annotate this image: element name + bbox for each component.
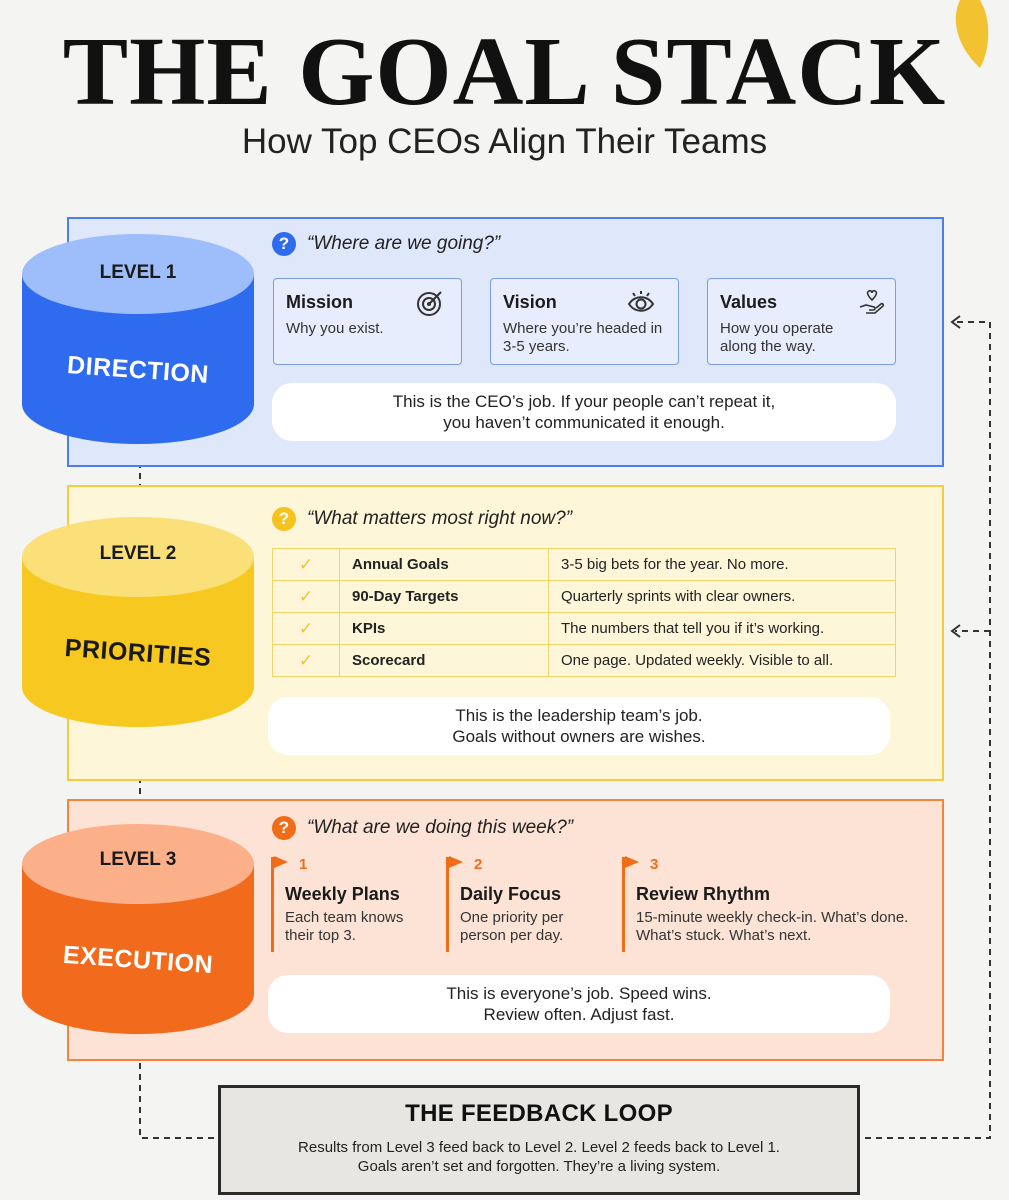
priority-name: 90-Day Targets [339, 580, 549, 613]
note-line: This is everyone’s job. Speed wins. [446, 984, 712, 1003]
priority-desc: 3-5 big bets for the year. No more. [548, 548, 896, 581]
note-line: Goals without owners are wishes. [452, 727, 706, 746]
step-number: 2 [474, 856, 483, 873]
note-line: Review often. Adjust fast. [483, 1005, 675, 1024]
note-line: This is the leadership team’s job. [455, 706, 703, 725]
level2-note: This is the leadership team’s job. Goals… [268, 697, 890, 755]
priority-name: Annual Goals [339, 548, 549, 581]
step-number: 3 [650, 856, 659, 873]
level1-cylinder [22, 234, 254, 444]
step-divider [446, 857, 449, 952]
arrow-to-level2-icon [950, 624, 961, 638]
feedback-title: THE FEEDBACK LOOP [405, 1100, 673, 1127]
question-icon: ? [272, 507, 296, 531]
level1-label: LEVEL 1 [99, 262, 177, 283]
step-divider [622, 857, 625, 952]
level1-note: This is the CEO’s job. If your people ca… [272, 383, 896, 441]
question-icon: ? [272, 232, 296, 256]
level3-label: LEVEL 3 [99, 849, 177, 870]
target-icon [417, 291, 442, 316]
check-icon: ✓ [272, 644, 340, 677]
level2-label: LEVEL 2 [99, 543, 177, 564]
feedback-loop-box: THE FEEDBACK LOOP Results from Level 3 f… [218, 1085, 860, 1195]
card-title: Mission [286, 292, 354, 312]
table-row: ✓ KPIs The numbers that tell you if it’s… [272, 612, 896, 645]
note-line: you haven’t communicated it enough. [443, 413, 725, 432]
feedback-line: Goals aren’t set and forgotten. They’re … [357, 1158, 721, 1175]
flag-icon [274, 856, 288, 868]
hand-heart-icon [859, 289, 885, 314]
check-icon: ✓ [272, 580, 340, 613]
step-number: 1 [299, 856, 308, 873]
leaf-decoration [955, 0, 989, 68]
step-divider [271, 857, 274, 952]
note-line: This is the CEO’s job. If your people ca… [392, 392, 776, 411]
step-text: 15-minute weekly check-in. What’s done. … [636, 909, 909, 944]
flag-icon [625, 856, 639, 868]
priority-desc: The numbers that tell you if it’s workin… [548, 612, 896, 645]
card-text: Why you exist. [286, 320, 384, 337]
level1-question: “Where are we going?” [307, 233, 501, 254]
level3-cylinder [22, 824, 254, 1034]
step-title: Daily Focus [460, 884, 562, 904]
table-row: ✓ Annual Goals 3-5 big bets for the year… [272, 548, 896, 581]
check-icon: ✓ [272, 612, 340, 645]
step-text: Each team knows their top 3. [285, 909, 404, 944]
page-subtitle: How Top CEOs Align Their Teams [241, 122, 768, 161]
flag-icon [449, 856, 463, 868]
question-icon: ? [272, 816, 296, 840]
check-icon: ✓ [272, 548, 340, 581]
card-text: Where you’re headed in 3-5 years. [503, 320, 663, 355]
mission-card: Mission Why you exist. [273, 278, 462, 365]
feedback-text: Results from Level 3 feed back to Level … [221, 1138, 857, 1176]
eye-icon [627, 291, 655, 312]
priority-name: KPIs [339, 612, 549, 645]
vision-card: Vision Where you’re headed in 3-5 years. [490, 278, 679, 365]
level3-question: “What are we doing this week?” [307, 817, 574, 838]
card-title: Vision [503, 292, 557, 312]
level2-question: “What matters most right now?” [307, 508, 573, 529]
card-text: How you operate along the way. [720, 320, 834, 355]
step-title: Weekly Plans [285, 884, 400, 904]
priorities-table: ✓ Annual Goals 3-5 big bets for the year… [272, 548, 896, 677]
step-text: One priority per person per day. [460, 909, 564, 944]
page-title: THE GOAL STACK [62, 18, 947, 126]
level3-note: This is everyone’s job. Speed wins. Revi… [268, 975, 890, 1033]
feedback-line: Results from Level 3 feed back to Level … [298, 1139, 780, 1156]
card-title: Values [720, 292, 778, 312]
level2-cylinder [22, 517, 254, 727]
priority-name: Scorecard [339, 644, 549, 677]
arrow-to-level1-icon [950, 315, 961, 329]
values-card: Values How you operate along the way. [707, 278, 896, 365]
step-title: Review Rhythm [636, 884, 771, 904]
table-row: ✓ Scorecard One page. Updated weekly. Vi… [272, 644, 896, 677]
priority-desc: One page. Updated weekly. Visible to all… [548, 644, 896, 677]
table-row: ✓ 90-Day Targets Quarterly sprints with … [272, 580, 896, 613]
priority-desc: Quarterly sprints with clear owners. [548, 580, 896, 613]
